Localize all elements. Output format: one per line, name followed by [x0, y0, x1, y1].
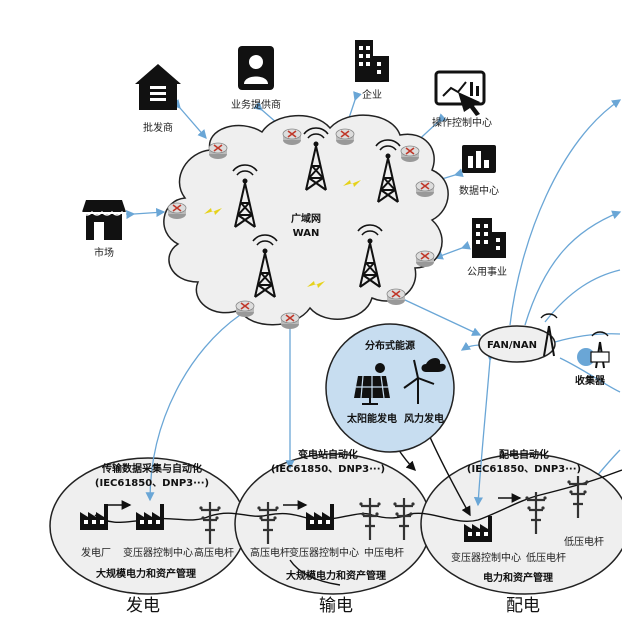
power-plant-label: 发电厂: [81, 546, 111, 559]
wind-label: 风力发电: [404, 412, 444, 425]
transmission-name: 输电: [319, 596, 353, 616]
der-title: 分布式能源: [365, 339, 415, 352]
control-center-label: 操作控制中心: [432, 116, 492, 129]
transmission-hv-pole-label: 高压电杆: [250, 546, 290, 559]
wholesaler-icon: [135, 64, 181, 110]
generation-name: 发电: [126, 596, 160, 616]
generation-title: 传输数据采集与自动化: [101, 462, 202, 475]
wind-turbine-icon: [403, 358, 446, 404]
enterprise-label: 企业: [362, 88, 382, 101]
wan-title: 广域网: [291, 212, 321, 225]
fan-antenna-icon: [540, 313, 558, 357]
transmission-title: 变电站自动化: [298, 448, 358, 461]
lv-pole-label-1: 低压电杆: [526, 551, 566, 564]
mv-pole-label: 中压电杆: [364, 546, 404, 559]
control-center-icon: [434, 70, 486, 116]
power-lines: [94, 469, 622, 586]
solar-label: 太阳能发电: [346, 412, 397, 425]
wan-subtitle: WAN: [293, 228, 320, 239]
collector-icon: [577, 331, 610, 369]
lv-pole-label-2: 低压电杆: [564, 535, 604, 548]
solar-panel-icon: [354, 363, 390, 405]
market-icon: [81, 200, 127, 240]
utility-label: 公用事业: [467, 265, 507, 278]
transmission-protocol: (IEC61850、DNP3···): [271, 464, 385, 475]
wholesaler-label: 批发商: [143, 121, 173, 134]
fan-nan-label: FAN/NAN: [487, 340, 537, 351]
distribution-protocol: (IEC61850、DNP3···): [467, 464, 581, 475]
collector-label: 收集器: [575, 374, 606, 387]
transmission-footer: 大规模电力和资产管理: [286, 569, 386, 582]
generation-protocol: (IEC61850、DNP3···): [95, 478, 209, 489]
market-label: 市场: [94, 246, 114, 259]
service-provider-icon: [238, 46, 274, 90]
fan-nan-node: [478, 325, 556, 363]
high-voltage-pole-label: 高压电杆: [194, 546, 234, 559]
distribution-region: [420, 453, 622, 595]
distribution-footer: 电力和资产管理: [483, 571, 553, 584]
enterprise-icon: [355, 40, 389, 82]
data-center-label: 数据中心: [459, 184, 499, 197]
transformer-control-label: 变压器控制中心: [123, 546, 193, 559]
distribution-control-label: 变压器控制中心: [451, 551, 521, 564]
transmission-control-label: 变压器控制中心: [289, 546, 359, 559]
utility-icon: [472, 218, 506, 258]
der-circle: [325, 323, 455, 453]
distribution-title: 配电自动化: [499, 448, 549, 461]
service-provider-label: 业务提供商: [231, 98, 281, 111]
generation-footer: 大规模电力和资产管理: [96, 567, 196, 580]
distribution-name: 配电: [506, 596, 540, 616]
data-center-icon: [462, 145, 496, 173]
